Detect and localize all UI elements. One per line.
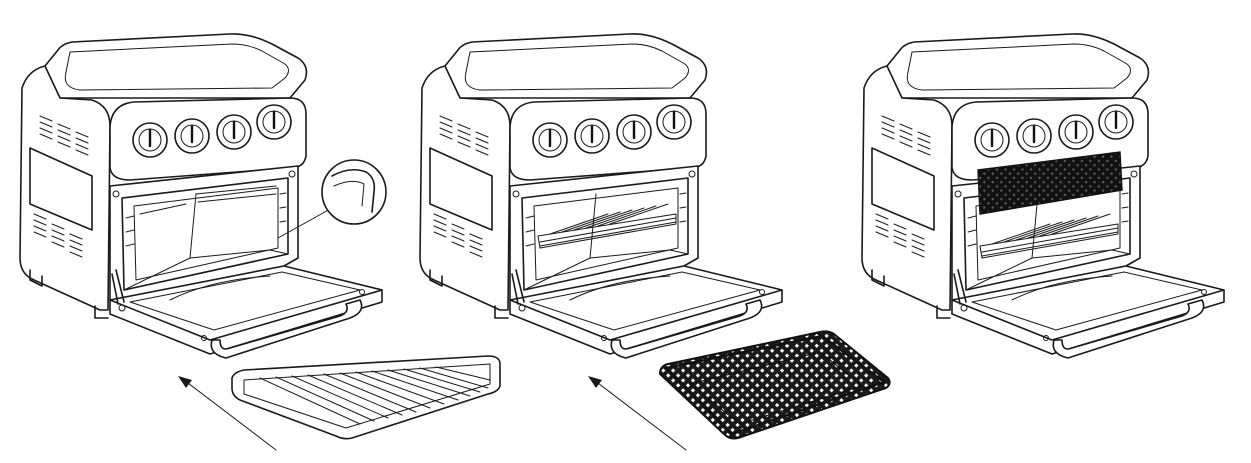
oven-panel-3 <box>860 32 1226 360</box>
insert-arrow-2 <box>588 376 687 451</box>
wire-rack-accessory <box>231 355 501 440</box>
door-edge-callout <box>277 159 387 239</box>
oven-panel-2 <box>418 32 784 360</box>
oven-panel-1 <box>18 32 384 360</box>
air-fry-basket-accessory <box>658 330 891 440</box>
insert-arrow-1 <box>178 376 277 451</box>
